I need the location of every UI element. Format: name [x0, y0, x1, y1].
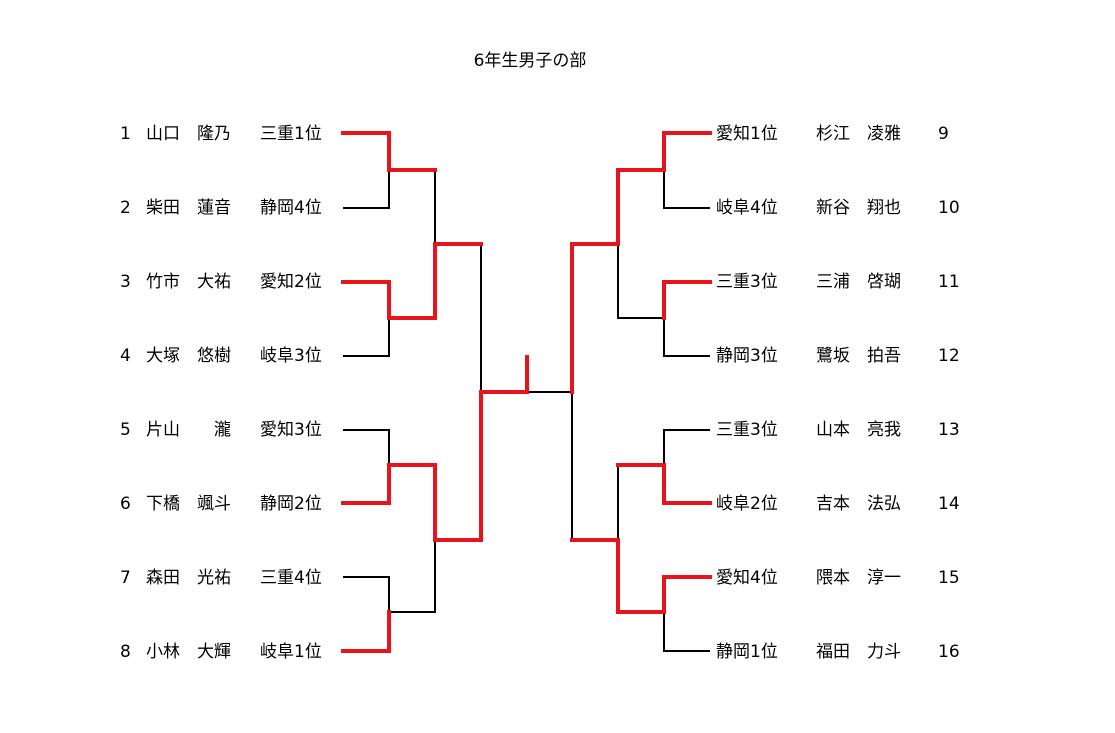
- seed-number: 2: [120, 198, 131, 218]
- seed-number: 5: [120, 420, 131, 440]
- prefecture-rank: 岐阜2位: [716, 494, 778, 514]
- player-name: 森田 光祐: [146, 568, 231, 588]
- winner-path: [341, 242, 483, 320]
- bracket-line: [343, 576, 390, 612]
- player-name: 山口 隆乃: [146, 124, 231, 144]
- bracket-line: [389, 540, 436, 613]
- prefecture-rank: 静岡2位: [260, 494, 322, 514]
- player-name: 新谷 翔也: [816, 198, 901, 218]
- seed-number: 4: [120, 346, 131, 366]
- seed-number: 6: [120, 494, 131, 514]
- winner-path: [341, 355, 529, 542]
- player-name: 竹市 大祐: [146, 272, 231, 292]
- seed-number: 9: [938, 124, 949, 144]
- player-name: 吉本 法弘: [816, 494, 901, 514]
- player-name: 隈本 淳一: [816, 568, 901, 588]
- prefecture-rank: 三重4位: [260, 568, 322, 588]
- seed-number: 12: [938, 346, 960, 366]
- player-name: 三浦 啓瑚: [816, 272, 901, 292]
- prefecture-rank: 三重3位: [716, 272, 778, 292]
- bracket-line: [663, 612, 710, 652]
- bracket-line: [663, 318, 710, 357]
- prefecture-rank: 岐阜1位: [260, 642, 322, 662]
- player-name: 小林 大輝: [146, 642, 231, 662]
- prefecture-rank: 三重1位: [260, 124, 322, 144]
- prefecture-rank: 三重3位: [716, 420, 778, 440]
- bracket-line: [343, 429, 390, 465]
- bracket-line: [389, 169, 436, 244]
- winner-path: [662, 280, 712, 320]
- bracket-line: [617, 244, 664, 319]
- bracket-line: [663, 170, 710, 209]
- seed-number: 8: [120, 642, 131, 662]
- player-name: 下橋 颯斗: [146, 494, 231, 514]
- seed-number: 13: [938, 420, 960, 440]
- prefecture-rank: 岐阜4位: [716, 198, 778, 218]
- bracket-title: 6年生男子の部: [473, 51, 587, 71]
- player-name: 山本 亮我: [816, 420, 901, 440]
- winner-path: [570, 538, 712, 614]
- seed-number: 3: [120, 272, 131, 292]
- player-name: 鷺坂 拍吾: [816, 346, 901, 366]
- bracket-line: [435, 243, 482, 392]
- prefecture-rank: 愛知1位: [716, 124, 778, 144]
- seed-number: 14: [938, 494, 960, 514]
- seed-number: 16: [938, 642, 960, 662]
- player-name: 柴田 蓮音: [146, 198, 231, 218]
- winner-path: [570, 131, 712, 394]
- prefecture-rank: 愛知4位: [716, 568, 778, 588]
- prefecture-rank: 静岡4位: [260, 198, 322, 218]
- prefecture-rank: 岐阜3位: [260, 346, 322, 366]
- bracket-winner-lines: [341, 131, 712, 653]
- bracket-line: [343, 318, 390, 357]
- player-name: 大塚 悠樹: [146, 346, 231, 366]
- prefecture-rank: 愛知2位: [260, 272, 322, 292]
- winner-path: [616, 463, 712, 505]
- prefecture-rank: 静岡3位: [716, 346, 778, 366]
- seed-number: 11: [938, 272, 960, 292]
- prefecture-rank: 愛知3位: [260, 420, 322, 440]
- seed-number: 1: [120, 124, 131, 144]
- seed-number: 7: [120, 568, 131, 588]
- player-name: 片山 瀧: [146, 420, 231, 440]
- player-name: 福田 力斗: [816, 642, 901, 662]
- winner-path: [341, 610, 391, 653]
- prefecture-rank: 静岡1位: [716, 642, 778, 662]
- player-name: 杉江 凌雅: [816, 124, 901, 144]
- bracket-line: [571, 244, 618, 541]
- bracket-line: [663, 429, 710, 465]
- bracket-black-lines: [343, 169, 710, 652]
- seed-number: 15: [938, 568, 960, 588]
- winner-path: [341, 131, 437, 172]
- seed-number: 10: [938, 198, 960, 218]
- bracket-line: [343, 170, 390, 209]
